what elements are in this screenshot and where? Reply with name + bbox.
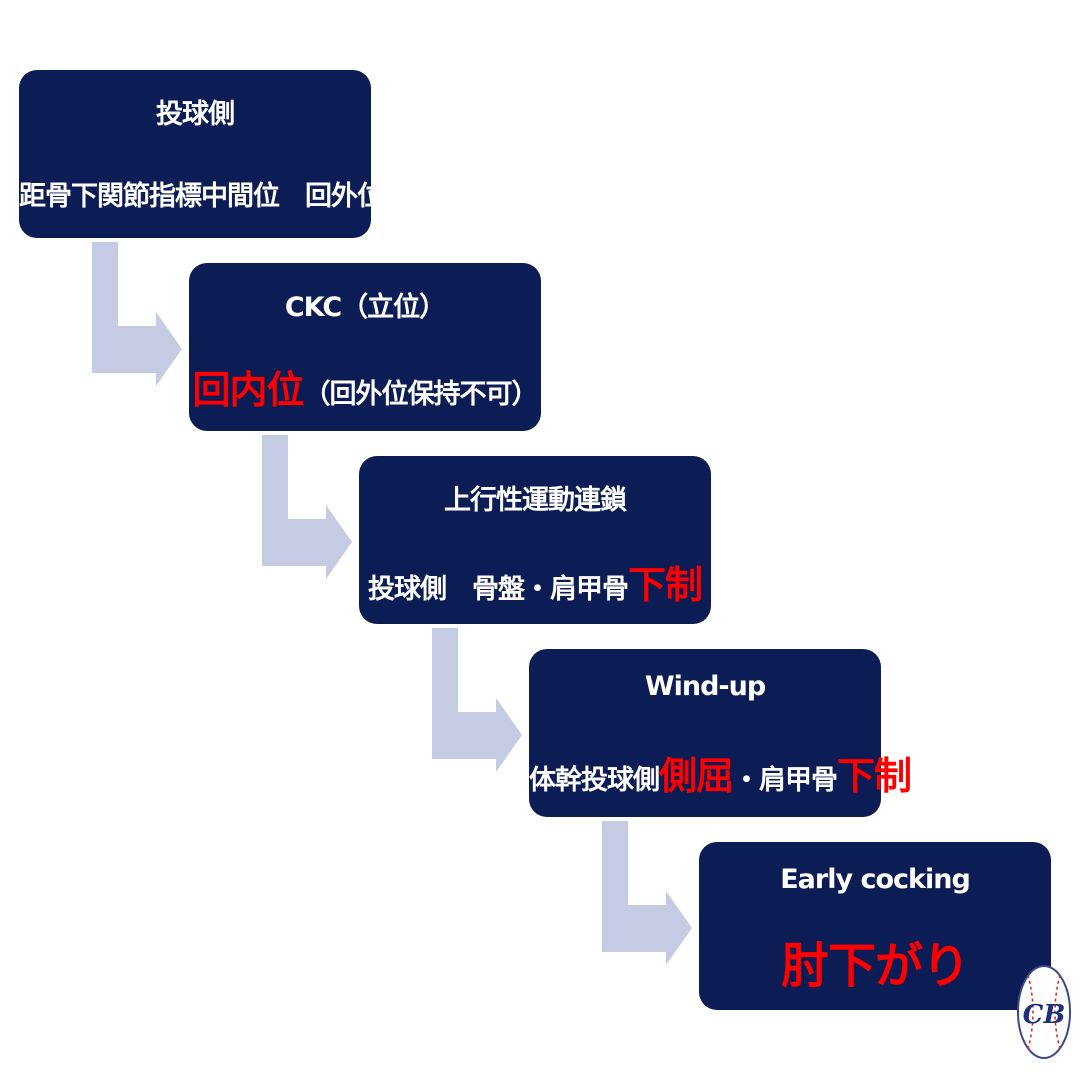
step-title: 上行性運動連鎖 — [444, 485, 627, 516]
arrow-3-4 — [432, 628, 522, 772]
detail-highlight: 下制 — [627, 563, 703, 607]
detail-text: ・肩甲骨 — [733, 765, 838, 796]
step-box-4: Wind-up 体幹投球側側屈・肩甲骨下制 — [529, 649, 912, 817]
step-box-5: Early cocking 肘下がり — [699, 842, 1051, 1010]
detail-text: 投球側 骨盤・肩甲骨 — [367, 574, 629, 605]
step-detail: 距骨下関節指標中間位 回外位 — [19, 174, 384, 213]
step-box-3: 上行性運動連鎖 投球側 骨盤・肩甲骨下制 — [359, 456, 711, 624]
arrow-2-3 — [262, 435, 352, 579]
step-detail: 回内位（回外位保持不可） — [189, 359, 541, 414]
detail-highlight: 回内位 — [192, 368, 304, 412]
step-title: CKC（立位） — [284, 292, 446, 323]
step-detail: 体幹投球側側屈・肩甲骨下制 — [529, 745, 912, 800]
step-detail: 肘下がり — [699, 926, 1051, 996]
detail-text: 体幹投球側 — [529, 765, 660, 796]
baseball-logo-icon: CB — [1016, 963, 1072, 1061]
detail-highlight: 下制 — [837, 754, 912, 798]
step-box-1: 投球側 距骨下関節指標中間位 回外位 — [19, 70, 384, 238]
arrow-1-2 — [92, 242, 182, 386]
detail-highlight: 側屈 — [659, 754, 734, 798]
arrow-4-5 — [602, 821, 692, 965]
detail-text: （回外位保持不可） — [303, 379, 539, 410]
detail-text: 距骨下関節指標中間位 回外位 — [19, 181, 384, 212]
step-title: Wind-up — [644, 671, 766, 702]
step-title: Early cocking — [780, 864, 971, 895]
step-title: 投球側 — [156, 99, 235, 130]
logo-letters: CB — [1023, 1000, 1066, 1030]
step-detail: 投球側 骨盤・肩甲骨下制 — [359, 554, 711, 609]
step-box-2: CKC（立位） 回内位（回外位保持不可） — [189, 263, 541, 431]
detail-highlight: 肘下がり — [780, 938, 970, 994]
